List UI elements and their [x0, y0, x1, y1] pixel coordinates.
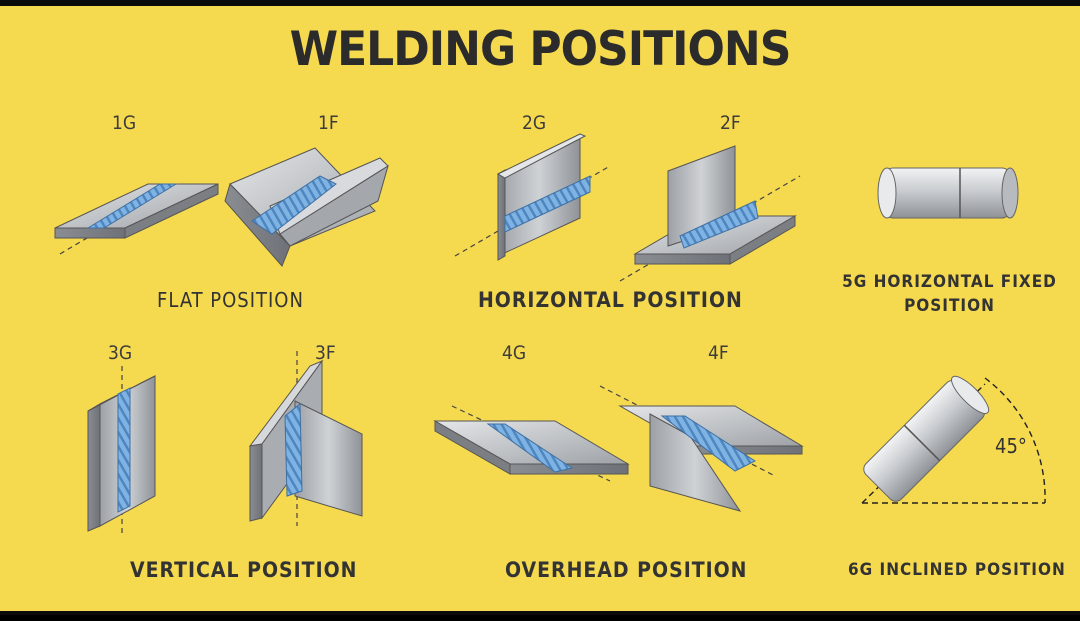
vertical-position-label: VERTICAL POSITION — [130, 558, 358, 582]
5g-label-line1: 5G HORIZONTAL FIXED — [842, 272, 1057, 292]
weld-3f-illustration — [248, 351, 363, 526]
weld-4g-illustration — [433, 405, 630, 482]
weld-1g-illustration — [54, 183, 219, 255]
weld-5g-pipe-illustration — [877, 167, 1019, 219]
flat-position-label: FLAT POSITION — [157, 288, 304, 312]
code-4g: 4G — [502, 342, 527, 364]
weld-3g-illustration — [87, 366, 156, 536]
weld-2f-illustration — [619, 145, 801, 282]
code-4f: 4F — [708, 342, 729, 364]
code-1g: 1G — [112, 112, 137, 134]
code-2g: 2G — [522, 112, 547, 134]
weld-2g-illustration — [454, 133, 611, 261]
weld-1f-illustration — [224, 147, 389, 267]
weld-6g-pipe-illustration — [861, 375, 1046, 504]
welding-illustrations — [54, 133, 1046, 536]
weld-4f-illustration — [599, 385, 804, 512]
overhead-position-label: OVERHEAD POSITION — [505, 558, 748, 582]
angle-label: 45° — [995, 434, 1027, 458]
5g-position-label: 5G HORIZONTAL FIXED POSITION — [842, 270, 1057, 318]
horizontal-position-label: HORIZONTAL POSITION — [478, 288, 743, 312]
code-3g: 3G — [108, 342, 133, 364]
code-2f: 2F — [720, 112, 741, 134]
code-1f: 1F — [318, 112, 339, 134]
5g-label-line2: POSITION — [904, 296, 995, 316]
code-3f: 3F — [315, 342, 336, 364]
6g-position-label: 6G INCLINED POSITION — [848, 560, 1066, 580]
page-title: WELDING POSITIONS — [289, 21, 792, 78]
